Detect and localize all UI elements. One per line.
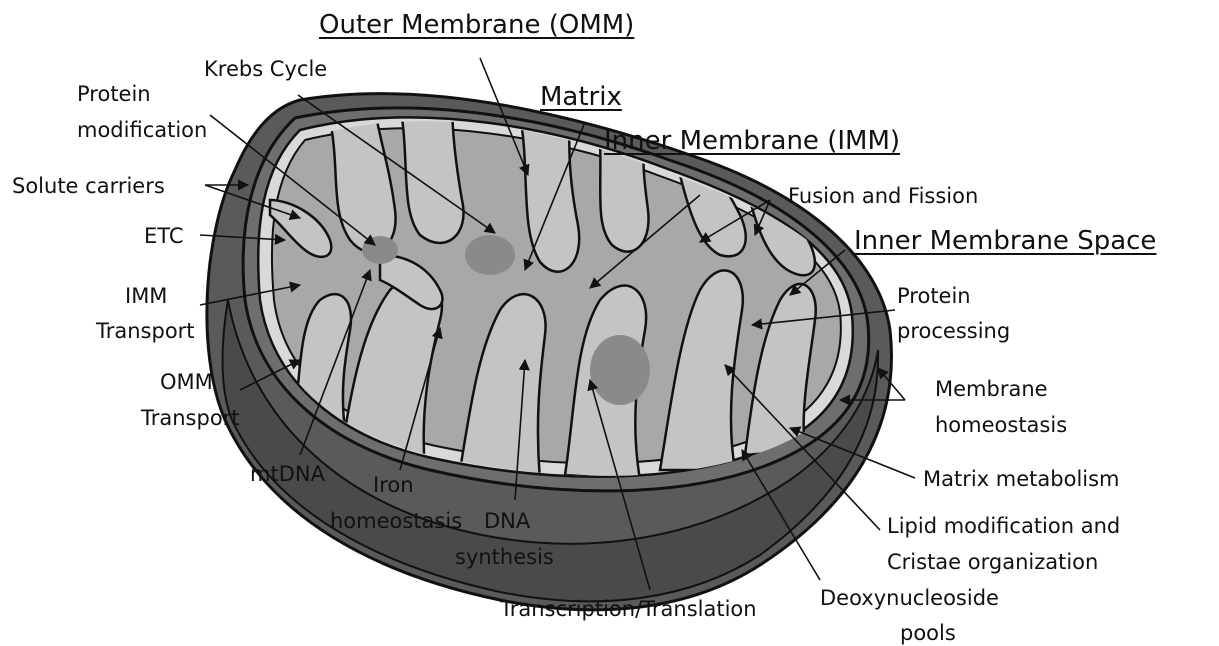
label-transcription-translation: Transcription/Translation <box>500 596 757 622</box>
label-protein-modification-line1: Protein <box>77 81 151 107</box>
label-matrix: Matrix <box>540 82 622 112</box>
label-imm-transport-line2: Transport <box>96 318 195 344</box>
label-deoxynucleoside-line1: Deoxynucleoside <box>820 585 999 611</box>
label-protein-processing-line2: processing <box>897 318 1010 344</box>
label-krebs-cycle: Krebs Cycle <box>204 56 327 82</box>
label-inner-membrane-space: Inner Membrane Space <box>854 226 1156 256</box>
label-solute-carriers: Solute carriers <box>12 173 165 199</box>
label-dna-synthesis-line1: DNA <box>484 508 530 534</box>
label-omm-transport-line2: Transport <box>141 405 240 431</box>
label-lipid-modification-line2: Cristae organization <box>887 549 1098 575</box>
label-lipid-modification-line1: Lipid modification and <box>887 513 1120 539</box>
label-iron-homeostasis-line1: Iron <box>373 472 414 498</box>
label-matrix-metabolism: Matrix metabolism <box>923 466 1120 492</box>
label-omm-transport-line1: OMM <box>160 369 213 395</box>
label-iron-homeostasis-line2: homeostasis <box>330 508 462 534</box>
title-outer-membrane: Outer Membrane (OMM) <box>319 10 634 40</box>
label-protein-modification-line2: modification <box>77 117 207 143</box>
label-protein-processing-line1: Protein <box>897 283 971 309</box>
label-imm-transport-line1: IMM <box>125 283 167 309</box>
label-membrane-homeostasis-line1: Membrane <box>935 376 1048 402</box>
label-dna-synthesis-line2: synthesis <box>455 544 554 570</box>
label-deoxynucleoside-line2: pools <box>900 620 956 646</box>
label-inner-membrane: Inner Membrane (IMM) <box>604 126 900 156</box>
label-etc: ETC <box>144 223 184 249</box>
label-membrane-homeostasis-line2: homeostasis <box>935 412 1067 438</box>
label-fusion-fission: Fusion and Fission <box>788 183 978 209</box>
label-mtdna: mtDNA <box>250 461 325 487</box>
